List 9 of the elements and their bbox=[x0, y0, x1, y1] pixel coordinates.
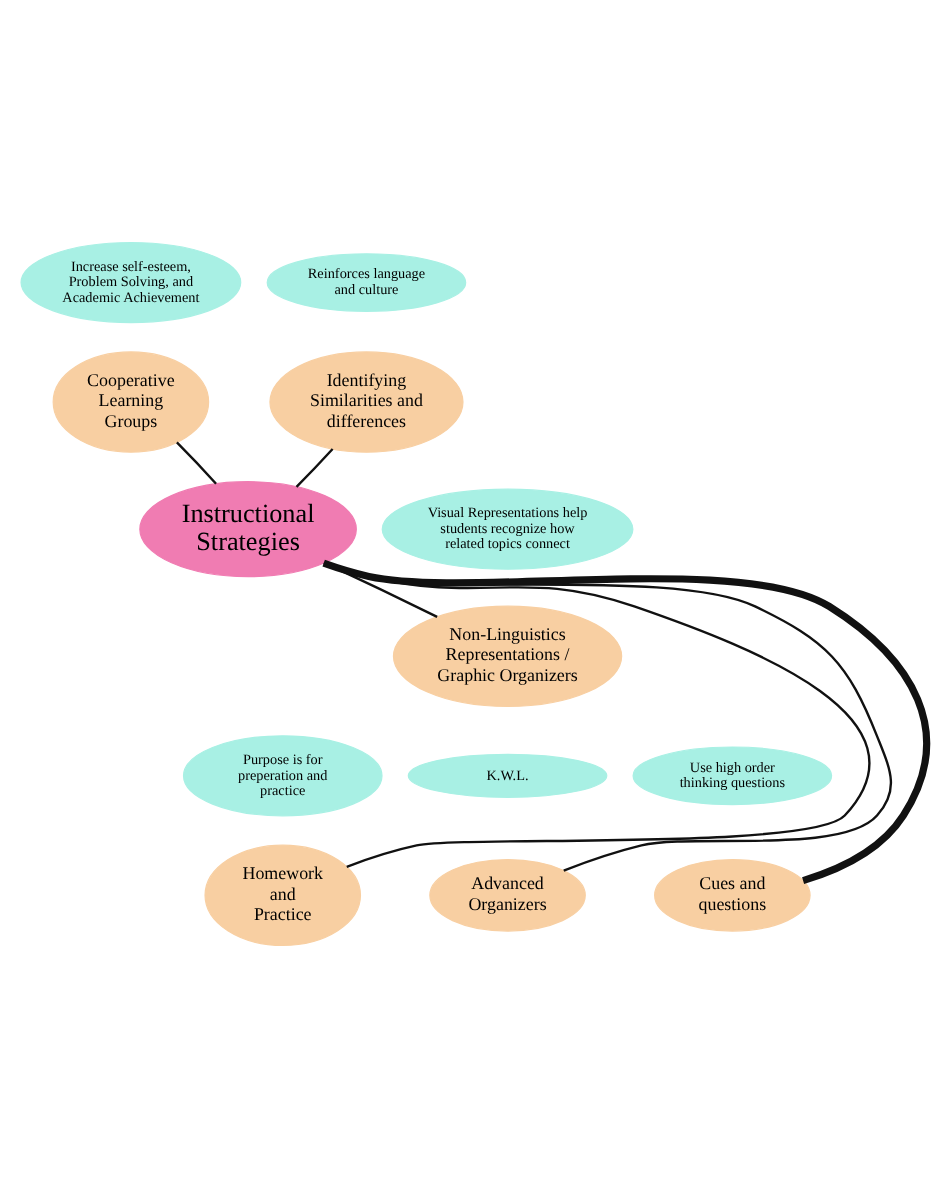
node-ellipse: Cooperative Learning Groups bbox=[52, 350, 210, 452]
node-ellipse: Instructional Strategies bbox=[139, 480, 357, 577]
connector bbox=[176, 440, 217, 484]
node-ellipse: Non-Linguistics Representations / Graphic Organizers bbox=[392, 604, 623, 707]
node-ellipse: Homework and Practice bbox=[204, 843, 362, 946]
node-ellipse: Identifying Similarities and differences bbox=[269, 350, 464, 452]
node-ellipse: Cues and questions bbox=[654, 858, 811, 931]
node-ellipse: Advanced Organizers bbox=[429, 858, 586, 931]
connector bbox=[295, 447, 334, 487]
